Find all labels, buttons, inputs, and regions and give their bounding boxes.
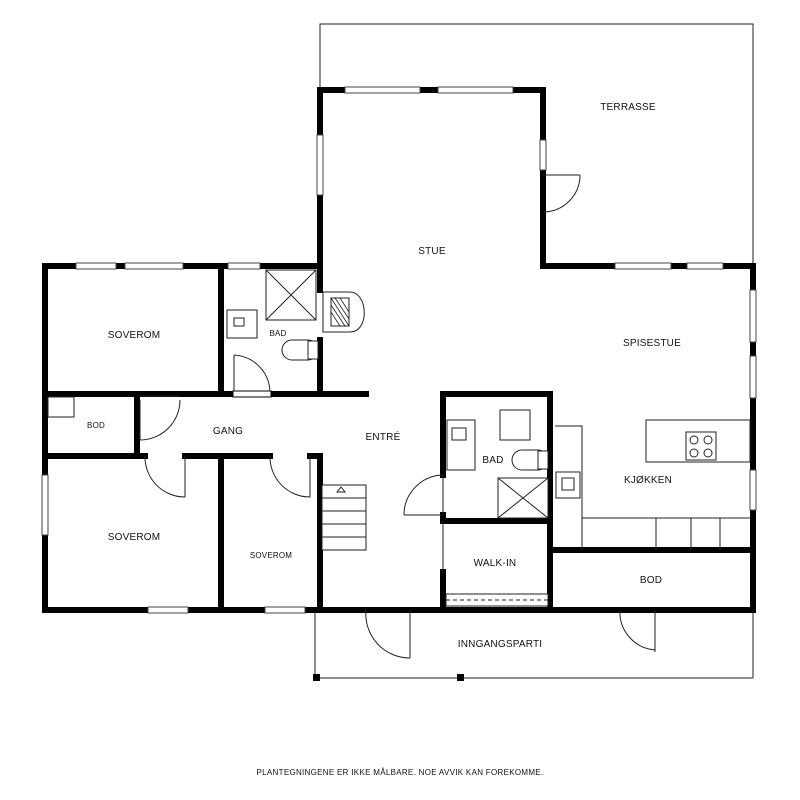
walkin-shelf	[445, 593, 549, 607]
window	[749, 469, 757, 511]
kitchen-sink	[555, 471, 581, 499]
window	[75, 262, 117, 270]
washer	[499, 409, 531, 441]
bath-door-mid	[403, 474, 444, 516]
label-soverom-bottom-left: SOVEROM	[108, 532, 161, 543]
window	[539, 139, 547, 171]
window	[41, 474, 49, 536]
window	[686, 262, 724, 270]
window	[316, 134, 324, 196]
fireplace	[322, 291, 365, 333]
disclaimer-text: PLANTEGNINGENE ER IKKE MÅLBARE. NOE AVVI…	[257, 768, 544, 777]
label-inngangsparti: INNGANGSPARTI	[458, 639, 542, 650]
bath-door-top	[232, 354, 272, 398]
window	[614, 262, 672, 270]
window	[264, 606, 306, 614]
bod-door	[139, 399, 181, 441]
window	[147, 606, 189, 614]
entrance-door	[365, 609, 411, 659]
label-soverom-top: SOVEROM	[108, 330, 161, 341]
stairs	[321, 484, 367, 551]
label-kjokken: KJØKKEN	[624, 475, 672, 486]
bedroom-door-mid	[269, 455, 311, 498]
window	[344, 86, 421, 94]
terrace-outline	[319, 23, 754, 265]
bath-top-fixtures	[226, 269, 319, 361]
label-entre: ENTRÉ	[366, 430, 401, 443]
windows	[41, 86, 757, 614]
label-gang: GANG	[213, 426, 243, 437]
porch-post	[313, 674, 320, 681]
room-labels: TERRASSE STUE SPISESTUE SOVEROM BAD BOD …	[87, 102, 681, 650]
label-spisestue: SPISESTUE	[623, 338, 681, 349]
porch-outline	[313, 612, 754, 681]
doors	[139, 174, 656, 659]
window	[749, 355, 757, 399]
label-soverom-bottom-mid: SOVEROM	[250, 551, 292, 560]
interior-walls	[42, 263, 756, 613]
label-bad-top: BAD	[269, 329, 286, 338]
label-bod-left: BOD	[87, 421, 105, 430]
bod-right-door	[619, 609, 656, 652]
bath-mid-fixtures	[446, 409, 549, 519]
label-bod-right: BOD	[640, 575, 662, 586]
label-terrasse: TERRASSE	[600, 102, 656, 113]
window	[227, 262, 261, 270]
window	[124, 262, 184, 270]
bod-shelf	[47, 396, 75, 418]
kitchen-fixtures	[555, 419, 751, 550]
window	[749, 289, 757, 343]
label-stue: STUE	[418, 246, 446, 257]
porch-post	[457, 674, 464, 681]
label-walk-in: WALK-IN	[474, 558, 517, 569]
window	[437, 86, 514, 94]
label-bad-mid: BAD	[482, 455, 503, 466]
bedroom-door-left	[144, 455, 186, 498]
terrace-door	[542, 174, 581, 213]
